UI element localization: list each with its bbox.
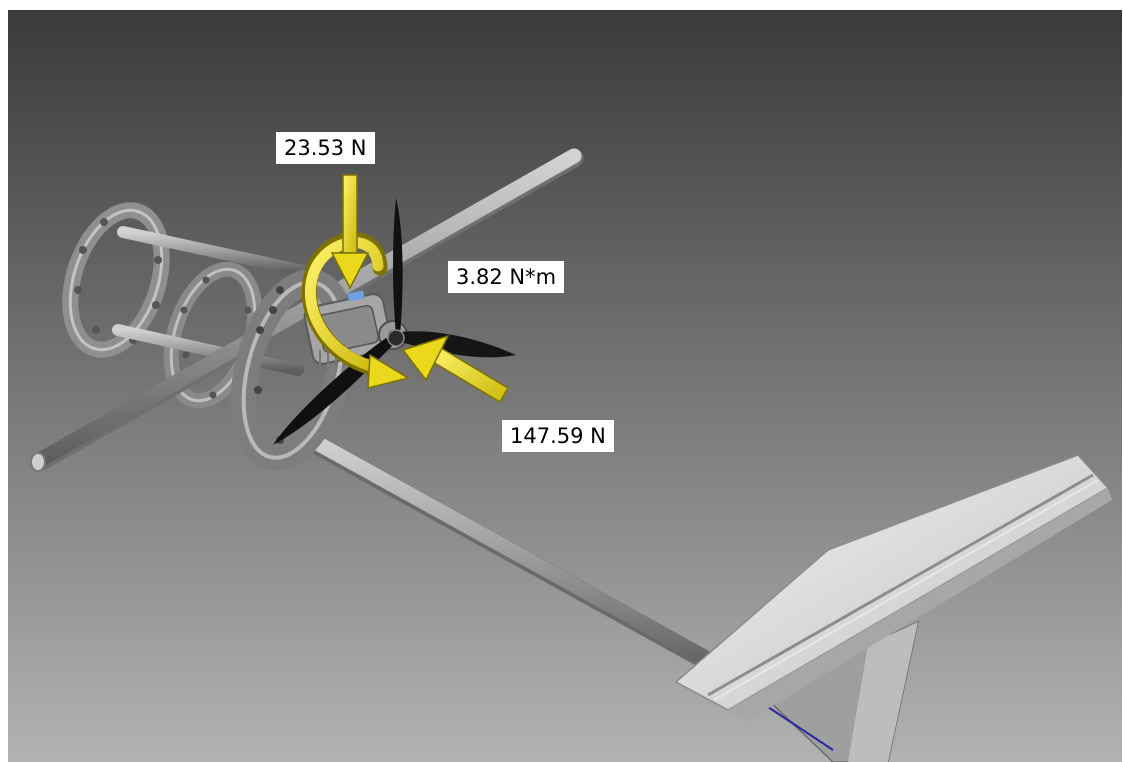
torque-arrow [301, 232, 410, 389]
vertical-force-label: 23.53 N [276, 132, 375, 164]
frame-rods [112, 226, 314, 376]
cad-scene [8, 10, 1122, 762]
tail-vertical-fin [766, 620, 920, 762]
viewport-background [8, 10, 1122, 762]
torque-label: 3.82 N*m [448, 261, 565, 293]
tail-boom [298, 430, 748, 688]
cad-viewport: 23.53 N 3.82 N*m 147.59 N [8, 10, 1122, 762]
vertical-force-arrow [330, 174, 370, 290]
rear-flange-ring [62, 202, 170, 358]
tail-horizontal-stabilizer [674, 454, 1112, 722]
axial-force-label: 147.59 N [502, 420, 614, 452]
axial-force-arrow [401, 334, 510, 404]
